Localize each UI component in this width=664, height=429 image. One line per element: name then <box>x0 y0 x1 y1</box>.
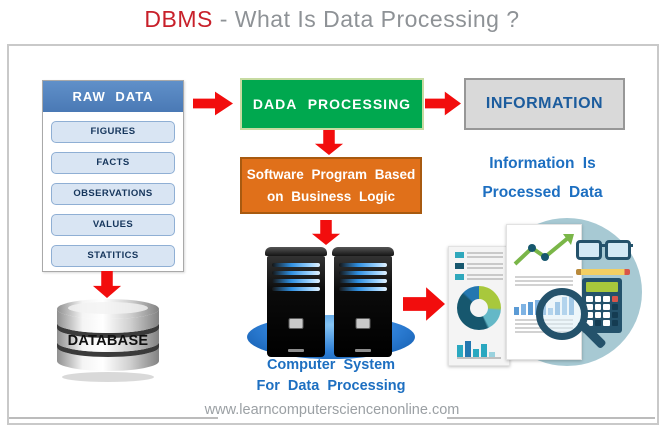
processed-data-note-line1: Information Is <box>489 155 596 172</box>
data-processing-box: DADA PROCESSING <box>240 78 424 130</box>
raw-data-header: RAW DATA <box>43 81 183 112</box>
server-vent <box>288 349 304 352</box>
raw-data-item-figures: FIGURES <box>51 121 175 143</box>
legend-swatch <box>455 274 464 280</box>
raw-data-item-observations: OBSERVATIONS <box>51 183 175 205</box>
mini-bar-chart-icon <box>457 337 501 359</box>
text-lines <box>467 252 503 258</box>
server-led-stripe <box>272 271 320 275</box>
software-program-box: Software Program Based on Business Logic <box>240 157 422 214</box>
server-cap <box>265 247 327 256</box>
raw-data-item-list: FIGURES FACTS OBSERVATIONS VALUES STATIT… <box>43 112 183 267</box>
server-tower-icon <box>265 247 327 357</box>
calculator-screen <box>586 282 618 292</box>
server-led-stripe <box>272 263 320 267</box>
raw-data-item-values: VALUES <box>51 214 175 236</box>
database-label: DATABASE <box>67 333 149 349</box>
database-icon <box>57 299 159 382</box>
server-led-stripe <box>339 279 387 283</box>
processed-data-note-line2: Processed Data <box>482 183 603 201</box>
computer-system-caption: Computer System For Data Processing <box>240 355 422 397</box>
report-document <box>448 246 510 366</box>
server-tower-icon <box>332 247 394 357</box>
computer-system-caption-line1: Computer System <box>266 357 396 373</box>
server-led-stripe <box>339 271 387 275</box>
software-program-line2: on Business Logic <box>266 188 396 204</box>
footer-url: www.learncomputersciencenonline.com <box>204 402 460 418</box>
donut-chart-icon <box>457 286 501 330</box>
text-lines <box>515 276 573 286</box>
glasses-lens <box>605 240 631 260</box>
glasses-hinge <box>628 244 633 247</box>
calculator-keys <box>586 296 618 326</box>
pencil-icon <box>576 269 630 275</box>
server-led-stripe <box>272 287 320 291</box>
glasses-bridge <box>599 244 607 247</box>
title-brand: DBMS <box>144 6 213 32</box>
footer-divider-right <box>447 417 655 419</box>
software-program-line1: Software Program Based <box>246 166 416 182</box>
title-text: - What Is Data Processing ? <box>212 6 520 32</box>
server-cap <box>332 247 394 256</box>
server-led-stripe <box>272 279 320 283</box>
server-led-stripe <box>339 263 387 267</box>
raw-data-item-facts: FACTS <box>51 152 175 174</box>
legend-swatch <box>455 263 464 269</box>
page-title: DBMS - What Is Data Processing ? <box>0 6 664 33</box>
processed-data-note: Information Is Processed Data <box>455 150 630 207</box>
text-lines <box>467 263 503 269</box>
eyeglasses-icon <box>576 240 633 264</box>
raw-data-item-statitics: STATITICS <box>51 245 175 267</box>
text-lines <box>467 274 503 280</box>
glasses-lens <box>576 240 602 260</box>
server-led-stripe <box>339 287 387 291</box>
computer-system-caption-line2: For Data Processing <box>256 378 406 395</box>
line-chart-icon <box>513 234 574 266</box>
server-body <box>267 256 325 357</box>
legend-swatch <box>455 252 464 258</box>
server-emblem <box>355 318 371 329</box>
server-body <box>334 256 392 357</box>
information-illustration <box>436 210 662 382</box>
raw-data-panel: RAW DATA FIGURES FACTS OBSERVATIONS VALU… <box>42 80 184 272</box>
information-box: INFORMATION <box>464 78 625 130</box>
magnifier-icon <box>536 288 588 340</box>
server-emblem <box>288 318 304 329</box>
footer-divider-left <box>9 417 218 419</box>
server-vent <box>355 349 371 352</box>
